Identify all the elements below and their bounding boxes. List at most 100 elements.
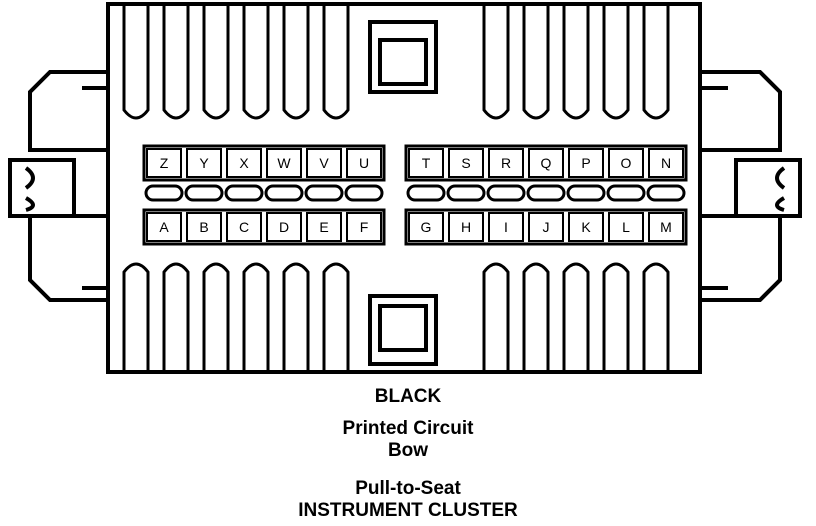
pin-cell bbox=[448, 148, 484, 178]
separator-oval bbox=[344, 184, 384, 202]
fin-bottom bbox=[282, 262, 310, 370]
pin-cell bbox=[226, 212, 262, 242]
separator-oval bbox=[264, 184, 304, 202]
pin-label: C bbox=[239, 219, 249, 235]
connector-body bbox=[106, 2, 702, 374]
bottom-key bbox=[368, 294, 438, 366]
pin-label: R bbox=[501, 155, 511, 171]
separator-ovals bbox=[144, 184, 686, 202]
fin-top bbox=[242, 6, 270, 120]
separator-oval bbox=[184, 184, 224, 202]
separator-oval bbox=[304, 184, 344, 202]
pin-cell bbox=[306, 212, 342, 242]
pin-cell bbox=[488, 212, 524, 242]
fin-bottom bbox=[162, 262, 190, 370]
pin-cell bbox=[226, 148, 262, 178]
fin-top bbox=[602, 6, 630, 120]
lower-left-pins: A B C D E F bbox=[142, 208, 386, 246]
color-caption: BLACK bbox=[374, 386, 442, 407]
fin-bottom bbox=[322, 262, 350, 370]
pin-label: Q bbox=[541, 155, 552, 171]
caption-line-2: Bow bbox=[387, 440, 429, 461]
pin-row-outline bbox=[404, 208, 688, 246]
pin-cell bbox=[488, 148, 524, 178]
fin-top bbox=[202, 6, 230, 120]
fin-top bbox=[482, 6, 510, 120]
fin-bottom bbox=[642, 262, 670, 370]
caption-line-1: Printed Circuit bbox=[342, 418, 474, 439]
pin-label: S bbox=[461, 155, 470, 171]
pin-cell bbox=[408, 212, 444, 242]
fin-bottom bbox=[522, 262, 550, 370]
pin-cell bbox=[648, 212, 684, 242]
pin-label: U bbox=[359, 155, 369, 171]
separator-oval bbox=[144, 184, 184, 202]
pin-label: I bbox=[504, 219, 508, 235]
pin-cell bbox=[608, 212, 644, 242]
fin-top bbox=[562, 6, 590, 120]
pin-cell bbox=[186, 148, 222, 178]
fin-top bbox=[282, 6, 310, 120]
pin-label: Y bbox=[199, 155, 209, 171]
pin-label: J bbox=[543, 219, 550, 235]
pin-label: A bbox=[159, 219, 169, 235]
separator-oval bbox=[606, 184, 646, 202]
pin-label: X bbox=[239, 155, 249, 171]
pin-label: O bbox=[621, 155, 632, 171]
separator-oval bbox=[224, 184, 264, 202]
pin-cell bbox=[346, 148, 382, 178]
separator-oval bbox=[566, 184, 606, 202]
pin-label: E bbox=[319, 219, 328, 235]
caption-line-3: Pull-to-Seat bbox=[355, 478, 461, 499]
fin-top bbox=[162, 6, 190, 120]
pin-cell bbox=[448, 212, 484, 242]
fin-top bbox=[122, 6, 150, 120]
separator-oval bbox=[526, 184, 566, 202]
fin-bottom bbox=[482, 262, 510, 370]
pin-label: T bbox=[422, 155, 431, 171]
pin-cell bbox=[266, 148, 302, 178]
pin-cell bbox=[146, 148, 182, 178]
fin-top bbox=[522, 6, 550, 120]
pin-cell bbox=[146, 212, 182, 242]
pin-label: B bbox=[199, 219, 208, 235]
pin-row-outline bbox=[142, 208, 386, 246]
pin-label: Z bbox=[160, 155, 169, 171]
pin-label: W bbox=[277, 155, 291, 171]
pin-label: D bbox=[279, 219, 289, 235]
pin-label: L bbox=[622, 219, 630, 235]
pin-label: P bbox=[581, 155, 590, 171]
left-latch bbox=[8, 70, 108, 302]
pin-cell bbox=[608, 148, 644, 178]
fin-top bbox=[642, 6, 670, 120]
pin-label: H bbox=[461, 219, 471, 235]
pin-cell bbox=[568, 148, 604, 178]
pin-label: V bbox=[319, 155, 329, 171]
pin-cell bbox=[266, 212, 302, 242]
fin-bottom bbox=[602, 262, 630, 370]
pin-label: F bbox=[360, 219, 369, 235]
top-key bbox=[368, 20, 438, 94]
pin-label: G bbox=[421, 219, 432, 235]
fin-bottom bbox=[562, 262, 590, 370]
pin-cell bbox=[528, 148, 564, 178]
pin-label: N bbox=[661, 155, 671, 171]
caption-line-4: INSTRUMENT CLUSTER bbox=[298, 500, 518, 521]
pin-cell bbox=[306, 148, 342, 178]
separator-oval bbox=[406, 184, 446, 202]
separator-oval bbox=[486, 184, 526, 202]
pin-cell bbox=[346, 212, 382, 242]
pin-cell bbox=[648, 148, 684, 178]
right-latch bbox=[700, 70, 802, 302]
separator-oval bbox=[646, 184, 686, 202]
pin-label: K bbox=[581, 219, 591, 235]
separator-oval bbox=[446, 184, 486, 202]
fin-bottom bbox=[242, 262, 270, 370]
pin-row-outline bbox=[142, 144, 386, 182]
pin-cell bbox=[186, 212, 222, 242]
